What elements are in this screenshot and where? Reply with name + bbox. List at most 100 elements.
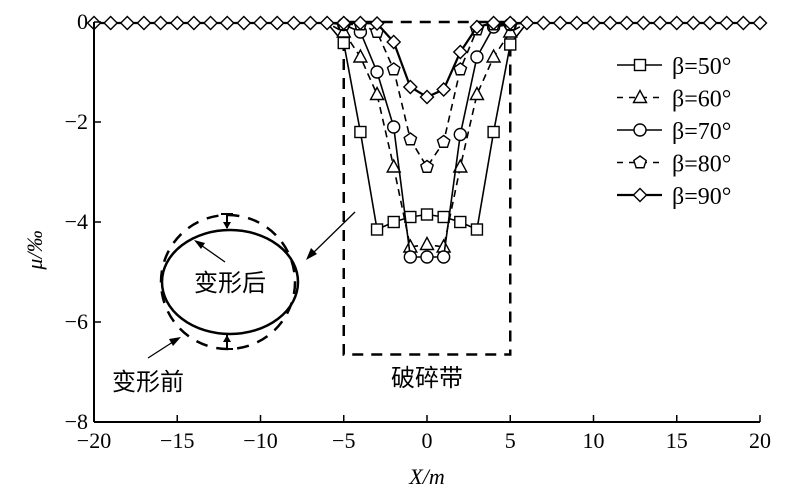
legend-marker-triangle-icon xyxy=(632,89,648,104)
x-tick-label: −20 xyxy=(77,428,111,453)
data-point xyxy=(369,16,385,31)
legend-label: β=70° xyxy=(672,119,731,145)
data-point xyxy=(452,44,468,60)
data-point xyxy=(387,120,401,134)
data-point xyxy=(186,15,202,31)
data-point xyxy=(136,15,152,31)
data-point xyxy=(487,125,500,139)
x-tick-label: −5 xyxy=(332,428,355,453)
series-diamond xyxy=(86,15,768,105)
data-point xyxy=(403,132,418,146)
legend-marker-square-icon xyxy=(633,58,647,72)
data-point xyxy=(370,223,384,236)
data-point xyxy=(286,15,302,31)
data-point xyxy=(419,159,435,173)
x-tick-label: 5 xyxy=(505,428,516,453)
data-point xyxy=(354,125,367,139)
data-point xyxy=(419,236,435,251)
data-point xyxy=(685,15,701,31)
series-line xyxy=(94,22,760,231)
x-tick-label: 0 xyxy=(422,428,433,453)
series-line xyxy=(94,22,760,258)
data-point xyxy=(419,89,435,105)
top-marker-arrow-icon xyxy=(223,222,231,229)
data-point xyxy=(386,62,401,76)
after-deformation-ellipse xyxy=(160,228,300,336)
series-line xyxy=(94,21,760,99)
data-point xyxy=(702,15,718,31)
data-point xyxy=(586,15,601,31)
data-point xyxy=(386,34,402,50)
data-point xyxy=(485,48,502,63)
data-point xyxy=(387,215,400,229)
data-point xyxy=(469,86,485,101)
legend-label: β=80° xyxy=(672,152,731,178)
data-point xyxy=(420,208,434,221)
x-tick-label: 20 xyxy=(749,428,771,453)
data-point xyxy=(336,15,352,31)
data-point xyxy=(386,158,402,173)
arrow-before-head-icon xyxy=(169,337,181,346)
legend-marker-diamond-icon xyxy=(632,187,648,203)
legend-label: β=50° xyxy=(672,54,731,80)
data-point xyxy=(436,134,451,148)
arrow-zone-head-icon xyxy=(306,248,317,260)
legend-label: β=90° xyxy=(672,184,731,210)
data-point xyxy=(453,127,467,142)
data-point xyxy=(519,15,535,31)
data-point xyxy=(352,15,368,31)
bottom-marker-arrow-icon xyxy=(223,335,231,342)
annotation-before: 变形前 xyxy=(112,368,184,396)
arrow-zone xyxy=(310,211,356,256)
y-tick-label: 0 xyxy=(77,9,88,34)
data-point xyxy=(504,38,517,51)
y-tick-label: −4 xyxy=(65,209,88,234)
data-point xyxy=(635,15,651,31)
series-circle xyxy=(94,17,760,264)
data-point xyxy=(469,19,485,35)
data-point xyxy=(103,15,119,31)
legend-marker-circle-icon xyxy=(633,123,647,137)
data-point xyxy=(403,250,418,264)
data-point xyxy=(470,223,484,236)
y-axis-label: μ/‰ xyxy=(22,230,47,270)
data-point xyxy=(302,15,318,31)
data-point xyxy=(153,15,169,31)
data-point xyxy=(569,15,585,31)
tunnel-diagram: 变形后 变形前 破碎带 xyxy=(112,211,463,396)
y-tick-label: −2 xyxy=(65,109,88,134)
data-point xyxy=(402,79,418,95)
data-point xyxy=(119,15,135,31)
data-point xyxy=(453,62,468,76)
data-point xyxy=(602,15,618,31)
data-point xyxy=(369,86,385,101)
x-tick-label: 15 xyxy=(666,428,688,453)
annotation-after: 变形后 xyxy=(194,269,266,297)
data-point xyxy=(253,15,268,31)
data-point xyxy=(203,15,219,31)
data-point xyxy=(352,48,369,63)
y-tick-label: −8 xyxy=(65,409,88,434)
data-point xyxy=(420,250,434,264)
data-point xyxy=(437,210,450,224)
data-point xyxy=(454,215,467,229)
data-point xyxy=(436,250,451,264)
data-point xyxy=(452,158,468,173)
data-point xyxy=(652,15,668,31)
legend-label: β=60° xyxy=(672,87,731,113)
data-point xyxy=(219,15,235,31)
x-tick-label: −15 xyxy=(160,428,194,453)
data-point xyxy=(752,15,768,31)
data-point xyxy=(502,15,518,31)
legend: β=50° β=60° β=70° β=80° β=90° xyxy=(617,54,731,210)
data-point xyxy=(669,15,685,31)
arrow-after-head-icon xyxy=(194,240,205,249)
data-point xyxy=(236,15,252,31)
fracture-zone-box xyxy=(342,20,512,356)
x-tick-label: 10 xyxy=(583,428,605,453)
series-square xyxy=(94,22,760,236)
data-point xyxy=(719,15,735,31)
legend-marker-pentagon-icon xyxy=(632,155,648,169)
data-point xyxy=(735,15,751,31)
